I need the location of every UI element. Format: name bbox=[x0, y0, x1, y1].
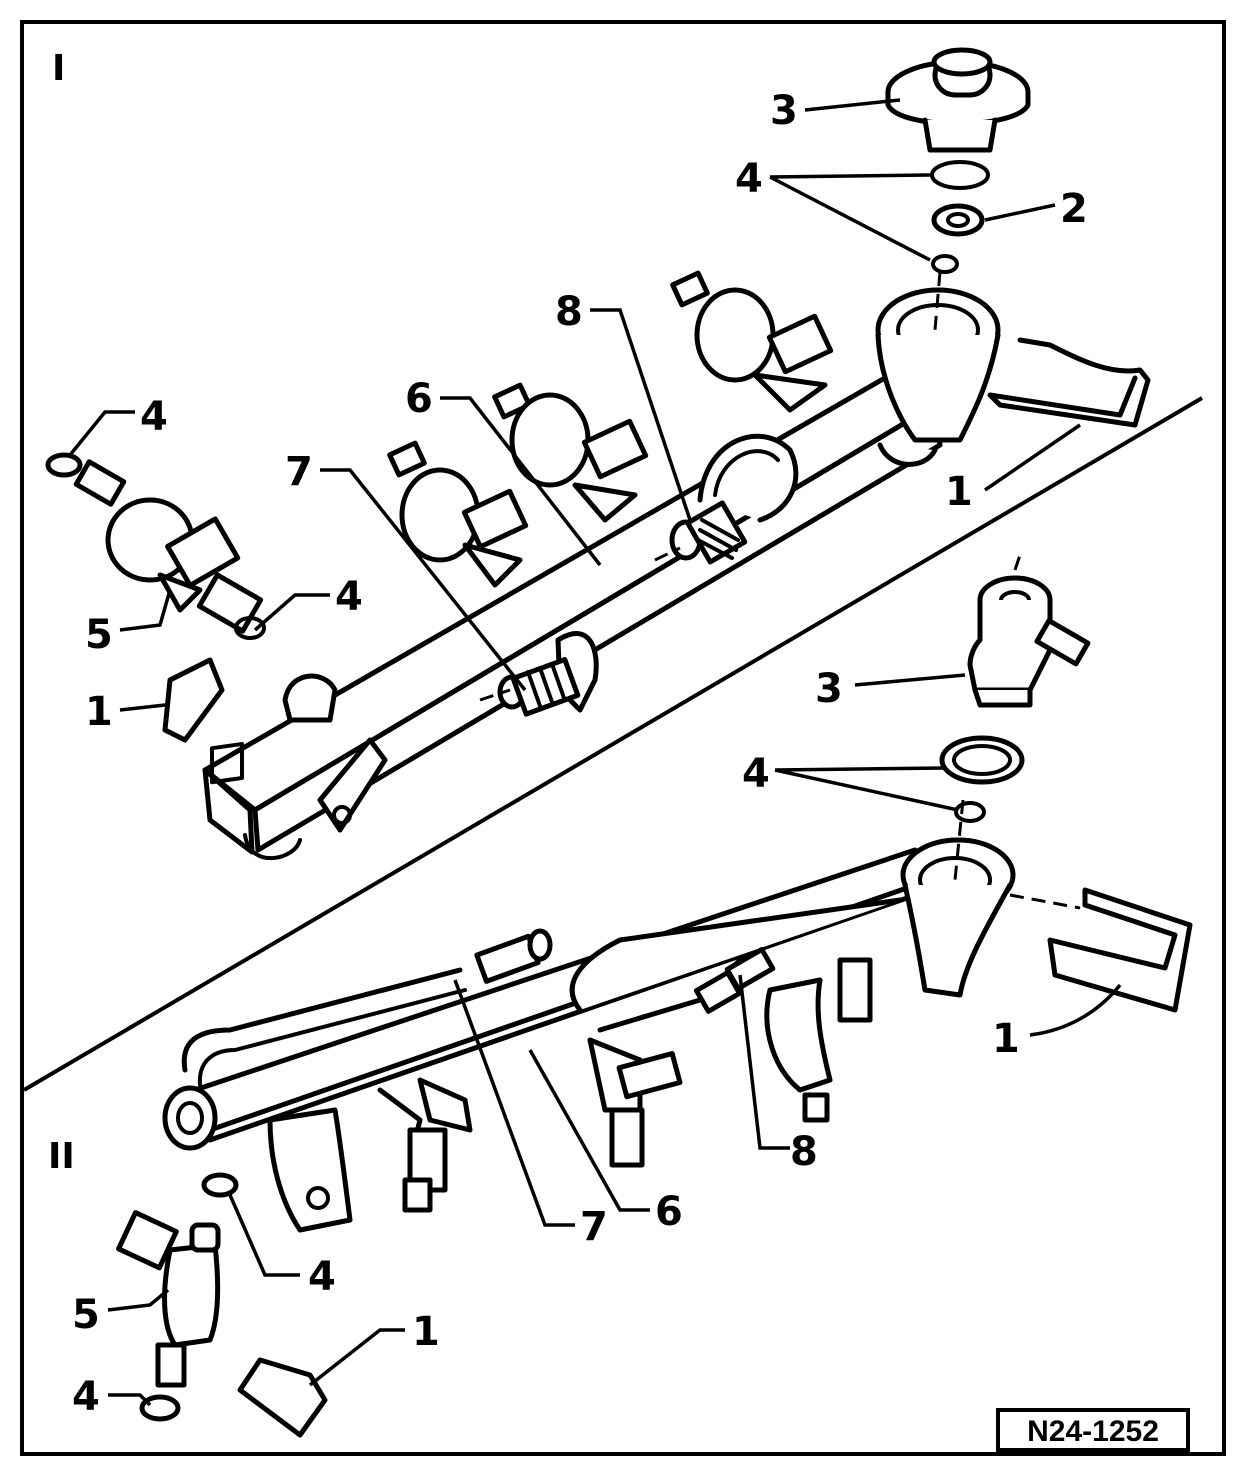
lower-oring-injector-bottom bbox=[139, 1394, 181, 1422]
callout-lower-1a: 1 bbox=[992, 1016, 1020, 1062]
lower-loose-injector bbox=[116, 1210, 221, 1388]
callout-lower-7: 7 bbox=[580, 1204, 608, 1250]
upper-callouts: 3 4 2 8 6 4 7 1 4 5 1 bbox=[68, 88, 1088, 735]
callout-lower-3: 3 bbox=[815, 666, 843, 712]
lower-assembly bbox=[116, 554, 1193, 1438]
callout-upper-1b: 1 bbox=[85, 689, 113, 735]
lower-regulator-cup bbox=[900, 837, 1016, 998]
upper-pressure-regulator bbox=[885, 47, 1031, 153]
callout-upper-4c: 4 bbox=[335, 574, 363, 620]
lower-pressure-regulator bbox=[967, 575, 1091, 708]
lower-injector-4 bbox=[764, 957, 873, 1123]
upper-injector-3 bbox=[670, 270, 834, 413]
upper-rail-socket bbox=[282, 673, 338, 723]
upper-injector-2 bbox=[492, 382, 649, 523]
callout-lower-4a: 4 bbox=[742, 751, 770, 797]
callout-upper-7: 7 bbox=[285, 449, 313, 495]
lower-clip-right bbox=[1047, 887, 1193, 1013]
lower-fitting-8 bbox=[693, 946, 776, 1014]
section-label-lower: II bbox=[48, 1136, 75, 1177]
callout-lower-4b: 4 bbox=[308, 1254, 336, 1300]
callout-upper-5: 5 bbox=[85, 612, 113, 658]
upper-fitting-8 bbox=[669, 500, 748, 565]
callout-lower-1b: 1 bbox=[412, 1309, 440, 1355]
callout-upper-6: 6 bbox=[405, 376, 433, 422]
lower-fitting-7 bbox=[474, 928, 553, 984]
reference-code: N24-1252 bbox=[1027, 1415, 1159, 1448]
lower-oring-small bbox=[954, 801, 986, 823]
lower-oring-injector-top bbox=[201, 1172, 239, 1198]
callout-lower-8: 8 bbox=[790, 1129, 818, 1175]
upper-oring-large bbox=[930, 160, 990, 190]
lower-callouts: 3 4 1 8 6 7 4 5 1 4 bbox=[72, 666, 1122, 1420]
upper-clip-right bbox=[987, 337, 1151, 428]
lower-clip-left bbox=[237, 1357, 328, 1438]
callout-upper-8: 8 bbox=[555, 289, 583, 335]
upper-seal-ring bbox=[931, 203, 985, 237]
lower-injector-2 bbox=[377, 1077, 473, 1213]
callout-upper-4a: 4 bbox=[735, 156, 763, 202]
section-label-upper: I bbox=[52, 48, 65, 89]
section-divider bbox=[22, 396, 1204, 1092]
callout-upper-3: 3 bbox=[770, 88, 798, 134]
upper-fitting-7 bbox=[497, 657, 581, 717]
upper-loose-injector bbox=[45, 452, 266, 640]
callout-lower-5: 5 bbox=[72, 1292, 100, 1338]
callout-lower-4c: 4 bbox=[72, 1374, 100, 1420]
upper-clip-left bbox=[162, 657, 225, 743]
upper-assembly bbox=[45, 47, 1151, 861]
callout-upper-1a: 1 bbox=[945, 469, 973, 515]
reference-code-box: N24-1252 bbox=[996, 1408, 1190, 1452]
lower-injector-1 bbox=[267, 1107, 353, 1233]
callout-upper-2: 2 bbox=[1060, 186, 1088, 232]
diagram-frame bbox=[20, 20, 1226, 1456]
lower-injector-3 bbox=[587, 1037, 683, 1168]
upper-injector-1 bbox=[387, 440, 529, 588]
upper-oring-small bbox=[931, 254, 959, 274]
callout-lower-6: 6 bbox=[655, 1189, 683, 1235]
upper-regulator-cup bbox=[875, 287, 1001, 467]
callout-upper-4b: 4 bbox=[140, 394, 168, 440]
